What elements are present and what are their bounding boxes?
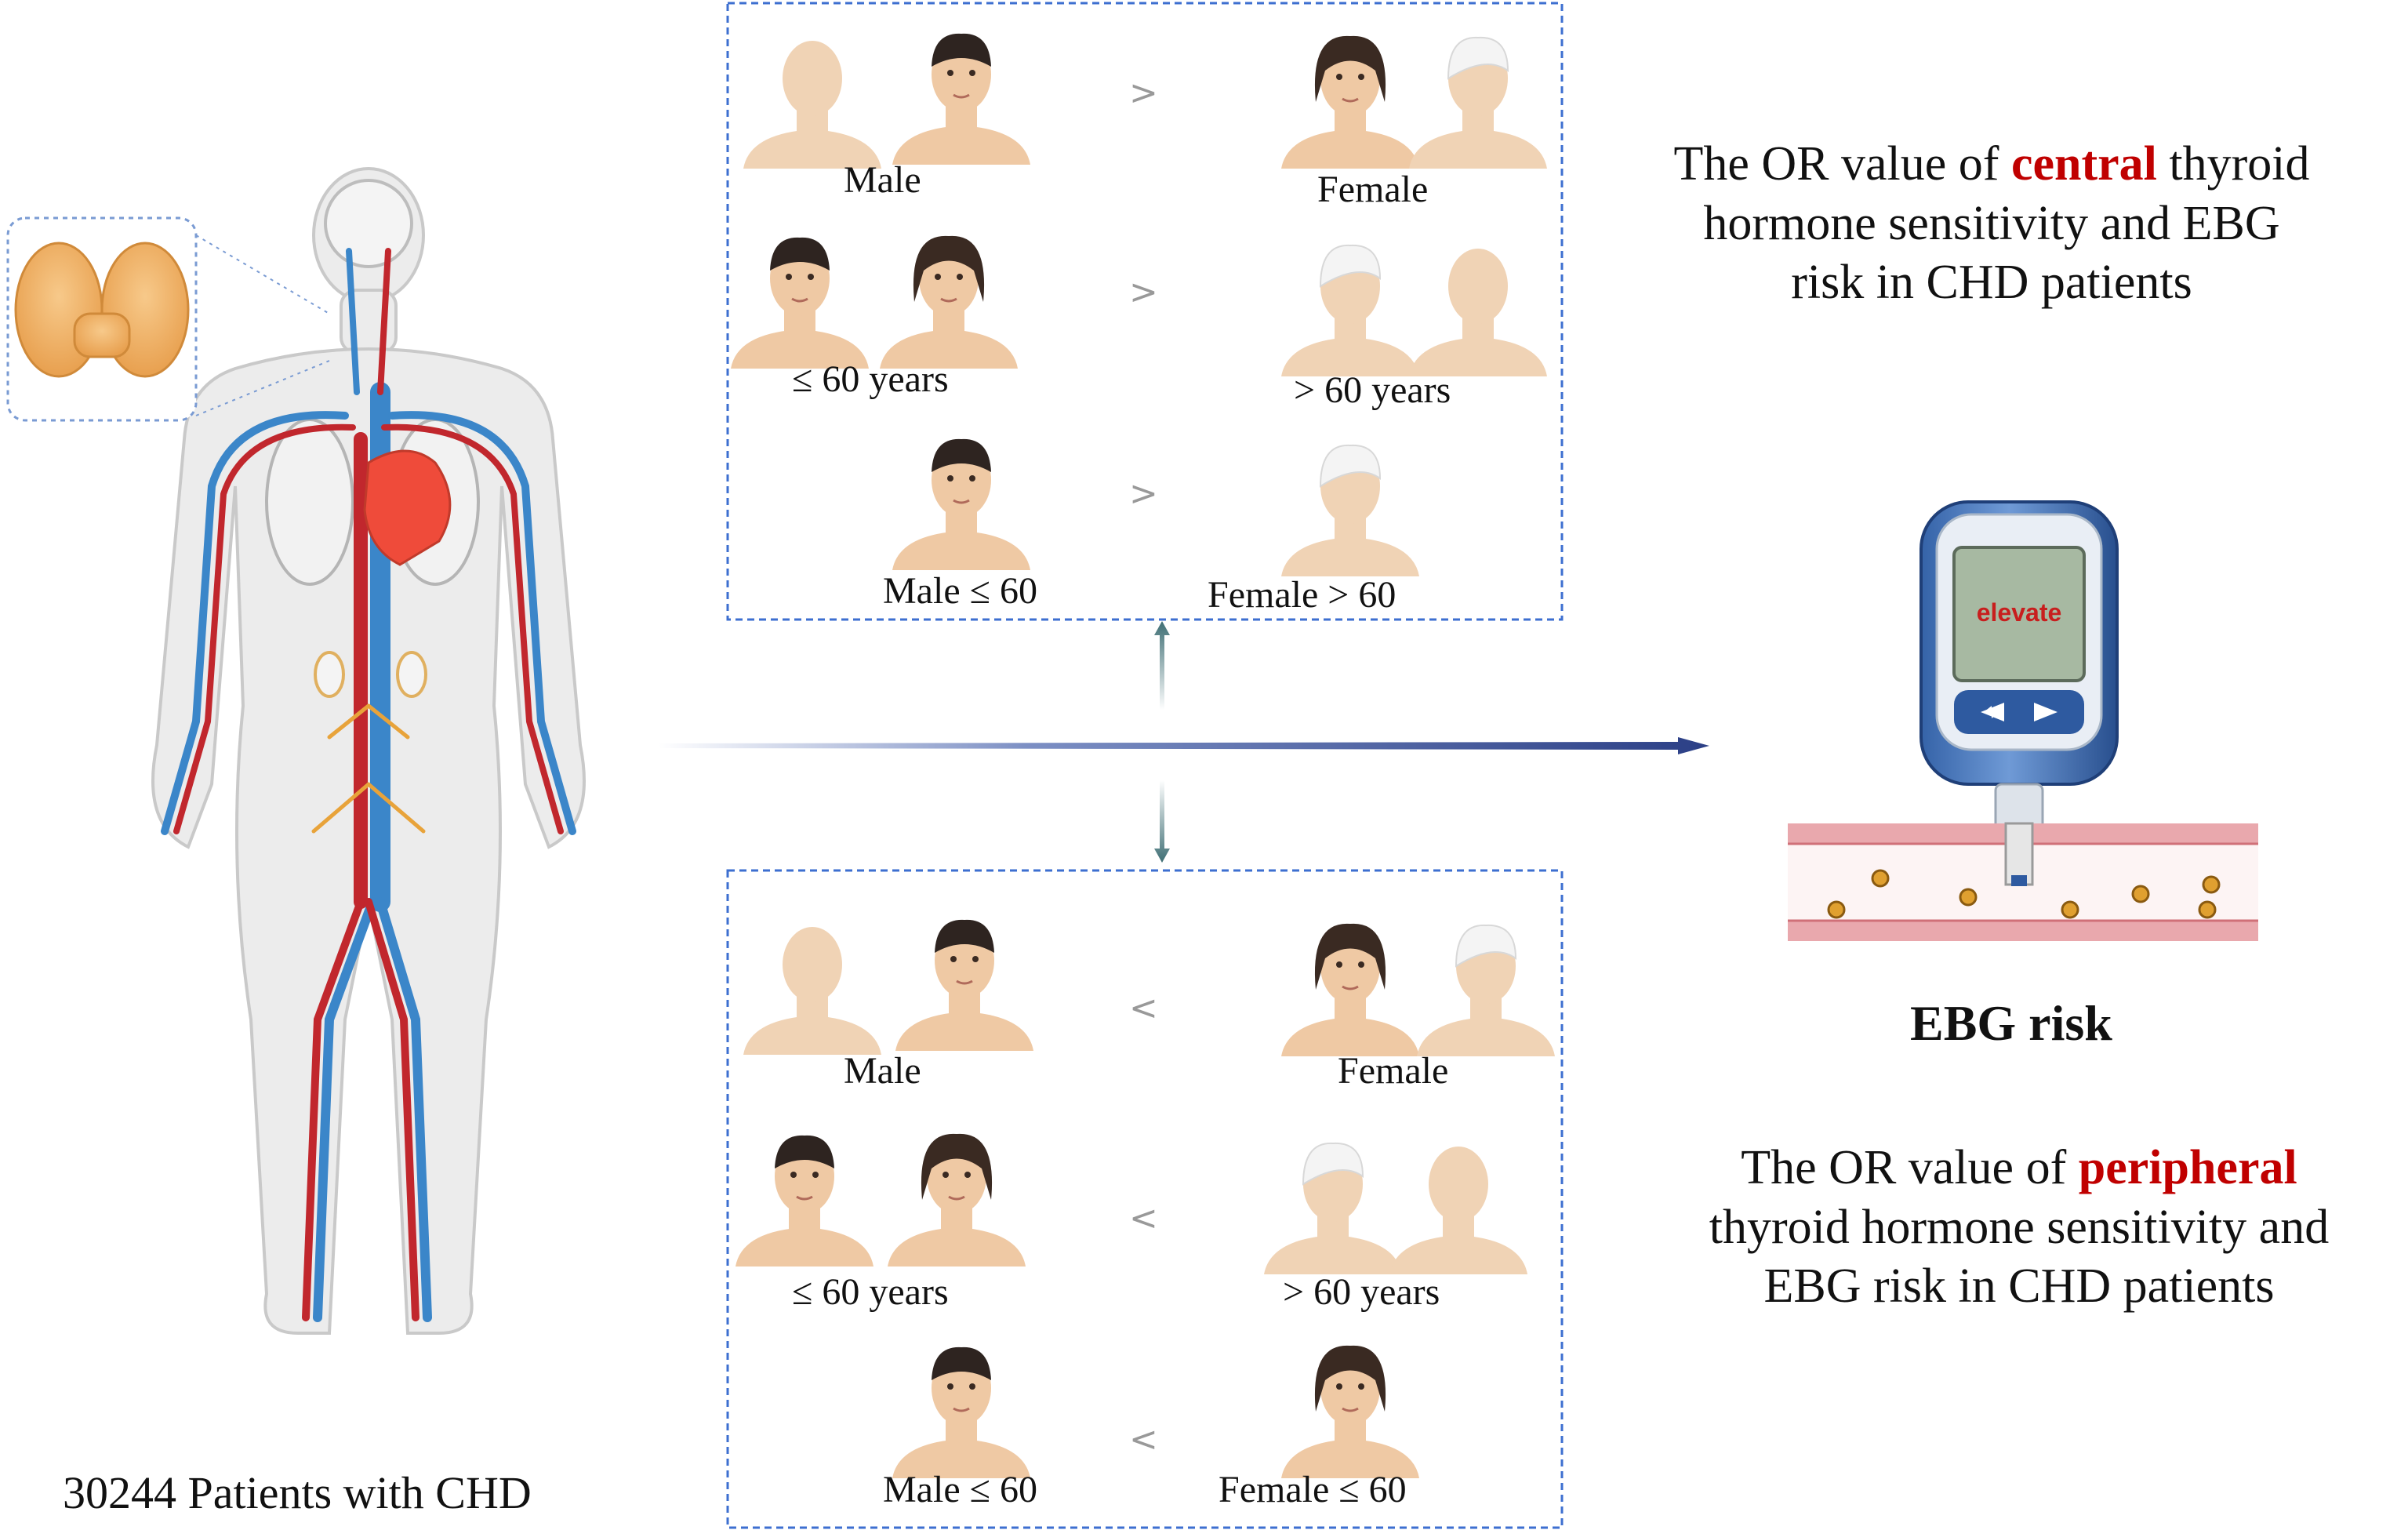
- down-arrow: [1154, 780, 1170, 863]
- top-row3-left: Male ≤ 60: [883, 570, 1037, 612]
- bottom-row1-right: Female: [1338, 1050, 1449, 1092]
- top-row1-left: Male: [844, 159, 921, 201]
- person-icon-6: [880, 235, 1018, 369]
- meter-screen: [1952, 546, 2086, 682]
- patients-caption: 30244 Patients with CHD: [63, 1467, 532, 1518]
- person-icon-19: [892, 1346, 1030, 1478]
- top-row1-right: Female: [1317, 169, 1429, 210]
- person-icon-18: [1389, 1147, 1527, 1274]
- left-lung: [265, 418, 354, 586]
- bottom-row1-op: <: [1129, 988, 1158, 1028]
- person-icon-12: [895, 919, 1033, 1051]
- person-icon-5: [731, 237, 869, 369]
- person-icon-3: [1281, 35, 1419, 169]
- glucose-particles: [1827, 869, 2221, 919]
- person-icon-14: [1417, 924, 1555, 1056]
- person-icon-17: [1264, 1142, 1402, 1274]
- top-comparison-box: [726, 2, 1564, 621]
- top-row3-right: Female > 60: [1208, 574, 1396, 616]
- thyroid-gland: [14, 242, 190, 378]
- bottom-row3-right: Female ≤ 60: [1219, 1469, 1407, 1510]
- central-or-text: The OR value of central thyroid hormone …: [1673, 137, 2310, 310]
- person-icon-13: [1281, 923, 1419, 1056]
- peripheral-or-text: The OR value of peripheral thyroid hormo…: [1709, 1141, 2330, 1314]
- person-icon-7: [1281, 244, 1419, 376]
- top-row2-right: > 60 years: [1294, 369, 1451, 411]
- bottom-row2-op: <: [1129, 1198, 1158, 1238]
- bottom-row3-op: <: [1129, 1419, 1158, 1459]
- bottom-row1-left: Male: [844, 1050, 921, 1092]
- bottom-row2-left: ≤ 60 years: [792, 1271, 949, 1313]
- top-row1-op: >: [1129, 73, 1158, 113]
- left-kidney: [314, 651, 345, 698]
- bottom-comparison-box: [726, 869, 1564, 1529]
- up-arrow: [1154, 621, 1170, 710]
- ebg-risk-label: EBG risk: [1910, 995, 2112, 1051]
- person-icon-8: [1409, 249, 1547, 376]
- bottom-row2-right: > 60 years: [1283, 1271, 1440, 1313]
- top-row3-op: >: [1129, 474, 1158, 514]
- person-icon-1: [743, 41, 881, 169]
- peripheral-highlight: peripheral: [2078, 1141, 2297, 1194]
- human-body-illustration: [6, 167, 586, 1335]
- person-icon-16: [888, 1133, 1026, 1267]
- main-arrow: [659, 737, 1709, 754]
- brain: [324, 179, 413, 268]
- person-icon-11: [743, 927, 881, 1055]
- person-icon-4: [1409, 36, 1547, 169]
- central-highlight: central: [2010, 137, 2157, 191]
- person-icon-10: [1281, 444, 1419, 576]
- person-icon-20: [1281, 1345, 1419, 1478]
- top-row2-op: >: [1129, 272, 1158, 312]
- person-icon-15: [735, 1135, 873, 1267]
- bottom-row3-left: Male ≤ 60: [883, 1469, 1037, 1510]
- right-kidney: [396, 651, 427, 698]
- meter-screen-text: elevate: [1977, 598, 2062, 627]
- person-icon-9: [892, 438, 1030, 570]
- glucose-meter-illustration: elevate: [1788, 500, 2258, 941]
- top-row2-left: ≤ 60 years: [792, 358, 949, 400]
- meter-right-button-icon: [2034, 703, 2058, 721]
- person-icon-2: [892, 33, 1030, 165]
- heart: [363, 449, 452, 566]
